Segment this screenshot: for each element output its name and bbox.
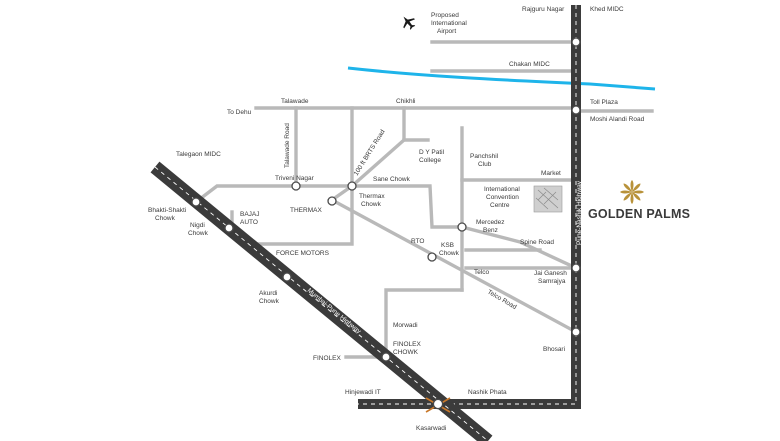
road-label-talawade: Talawade Road bbox=[284, 123, 291, 168]
label-bajaj-1: BAJAJ bbox=[240, 211, 260, 218]
label-convention-1: International bbox=[484, 186, 520, 193]
label-convention-2: Convention bbox=[486, 194, 519, 201]
label-hinjewadi-it: Hinjewadi IT bbox=[345, 389, 381, 396]
highway-label-pune-nashik: Pune-Nashik Highway bbox=[576, 180, 583, 245]
label-kasarwadi: Kasarwadi bbox=[416, 425, 446, 432]
label-ksb-1: KSB bbox=[441, 242, 454, 249]
node-akurdi bbox=[282, 272, 292, 282]
label-nigdi-1: Nigdi bbox=[190, 222, 205, 229]
label-jai-ganesh-2: Samrajya bbox=[538, 278, 566, 285]
label-panchshil-1: Panchshil bbox=[470, 153, 499, 160]
label-jai-ganesh-1: Jai Ganesh bbox=[534, 270, 567, 277]
label-dy-patil-1: D Y Patil bbox=[419, 149, 445, 156]
label-airport-1: Proposed bbox=[431, 12, 459, 19]
node-ksb bbox=[427, 252, 437, 262]
label-talegaon-midc: Talegaon MIDC bbox=[176, 151, 221, 158]
road-telco-east bbox=[384, 288, 464, 358]
label-chikhli: Chikhli bbox=[396, 98, 416, 105]
mumbai-pune-highway bbox=[150, 161, 493, 441]
label-thermax: THERMAX bbox=[290, 207, 322, 214]
label-akurdi-2: Chowk bbox=[259, 298, 280, 305]
node-kasarwadi bbox=[432, 398, 444, 410]
label-toll-plaza: Toll Plaza bbox=[590, 99, 618, 106]
junction-nodes bbox=[191, 37, 581, 410]
label-sane-chowk: Sane Chowk bbox=[373, 176, 411, 183]
label-dy-patil-2: College bbox=[419, 157, 441, 164]
label-thermax-chowk-2: Chowk bbox=[361, 201, 382, 208]
label-moshi-alandi: Moshi Alandi Road bbox=[590, 116, 645, 123]
label-market: Market bbox=[541, 170, 561, 177]
label-to-dehu: To Dehu bbox=[227, 109, 252, 116]
road-bhakti-sane bbox=[193, 184, 464, 229]
label-convention-3: Centre bbox=[490, 202, 510, 209]
label-talawade: Talawade bbox=[281, 98, 309, 105]
label-nigdi-2: Chowk bbox=[188, 230, 209, 237]
label-akurdi-1: Akurdi bbox=[259, 290, 277, 297]
label-mercedez-2: Benz bbox=[483, 227, 498, 234]
road-spine bbox=[459, 224, 579, 271]
label-airport-2: International bbox=[431, 20, 467, 27]
river bbox=[347, 66, 656, 91]
label-morwadi: Morwadi bbox=[393, 322, 418, 329]
convention-centre-building-icon bbox=[533, 185, 563, 213]
label-spine-road: Spine Road bbox=[520, 239, 554, 246]
airplane-icon bbox=[403, 16, 416, 30]
label-panchshil-2: Club bbox=[478, 161, 492, 168]
node-finolex bbox=[381, 352, 391, 362]
label-rto: RTO bbox=[411, 238, 425, 245]
node-bhakti-shakti bbox=[191, 197, 201, 207]
node-bhosari bbox=[571, 327, 581, 337]
label-ksb-2: Chowk bbox=[439, 250, 460, 257]
city-roads bbox=[193, 40, 654, 359]
label-rajguru-nagar: Rajguru Nagar bbox=[522, 6, 565, 13]
brand-name: GOLDEN PALMS bbox=[588, 207, 690, 221]
label-bhakti-1: Bhakti-Shakti bbox=[148, 207, 186, 214]
label-airport-3: Airport bbox=[437, 28, 456, 35]
node-mercedez bbox=[457, 222, 467, 232]
label-force-motors: FORCE MOTORS bbox=[276, 250, 330, 257]
node-sane-chowk bbox=[347, 181, 357, 191]
label-finolex-chowk-1: FINOLEX bbox=[393, 341, 421, 348]
label-khed-midc: Khed MIDC bbox=[590, 6, 624, 13]
label-finolex-chowk-2: CHOWK bbox=[393, 349, 419, 356]
label-triveni-nagar: Triveni Nagar bbox=[275, 175, 315, 182]
label-nashik-phata: Nashik Phata bbox=[468, 389, 507, 396]
label-mercedez-1: Mercedez bbox=[476, 219, 505, 226]
golden-palms-logo-icon bbox=[620, 180, 644, 204]
node-airport-jn bbox=[571, 37, 581, 47]
label-chakan-midc: Chakan MIDC bbox=[509, 61, 550, 68]
highway-label-mumbai-pune: Mumbai-Pune Highway bbox=[306, 287, 363, 336]
node-thermax-chowk bbox=[327, 196, 337, 206]
node-jai-ganesh bbox=[571, 263, 581, 273]
label-thermax-chowk-1: Thermax bbox=[359, 193, 385, 200]
place-labels: Rajguru Nagar Khed MIDC Proposed Interna… bbox=[148, 6, 645, 432]
node-triveni-nagar bbox=[291, 181, 301, 191]
label-bajaj-2: AUTO bbox=[240, 219, 258, 226]
node-toll-plaza bbox=[571, 105, 581, 115]
label-finolex: FINOLEX bbox=[313, 355, 341, 362]
label-bhosari: Bhosari bbox=[543, 346, 565, 353]
label-bhakti-2: Chowk bbox=[155, 215, 176, 222]
label-telco: Telco bbox=[474, 269, 490, 276]
node-nigdi bbox=[224, 223, 234, 233]
